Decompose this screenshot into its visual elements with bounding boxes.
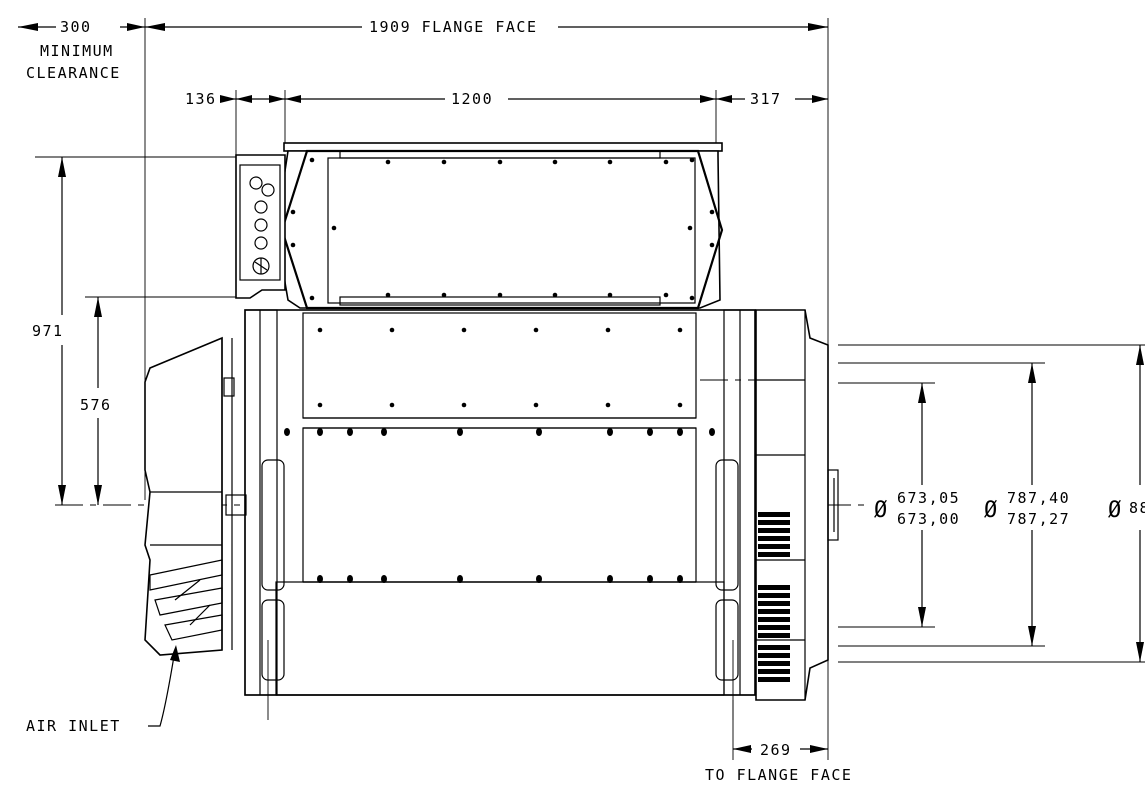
air-inlet-label: AIR INLET	[26, 717, 121, 735]
dia1-upper: 673,05	[897, 489, 960, 507]
dim-bottom-label: TO FLANGE FACE	[705, 766, 852, 784]
dim-clearance-line1: MINIMUM	[40, 42, 114, 60]
stator-body	[244, 309, 757, 720]
dim-left-offset: 136	[185, 90, 217, 108]
terminal-box	[275, 142, 724, 310]
dia2-lower: 787,27	[1007, 510, 1070, 528]
dim-bottom-value: 269	[760, 741, 792, 759]
dim-right-offset: 317	[750, 90, 782, 108]
dim-clearance-line2: CLEARANCE	[26, 64, 121, 82]
dim-left-vertical	[35, 156, 236, 505]
dim-height-center: 576	[80, 396, 112, 414]
dim-flange-face-overall: 1909 FLANGE FACE	[369, 18, 538, 36]
dia1-lower: 673,00	[897, 510, 960, 528]
dia1-symbol: Ø	[874, 498, 889, 523]
dim-second-row	[220, 90, 828, 160]
dia3-symbol: Ø	[1108, 498, 1123, 523]
dim-bottom	[732, 700, 828, 760]
air-inlet-leader	[148, 645, 180, 727]
drive-end-adaptor	[700, 309, 839, 701]
dim-height-total: 971	[32, 322, 64, 340]
dia3-partial: 88	[1129, 499, 1145, 517]
dim-clearance-value: 300	[60, 18, 92, 36]
air-inlet-hood	[144, 336, 247, 656]
gland-plate	[235, 154, 286, 299]
dia2-upper: 787,40	[1007, 489, 1070, 507]
dia2-symbol: Ø	[984, 498, 999, 523]
dim-diameters	[838, 344, 1145, 663]
dim-mid-span: 1200	[451, 90, 493, 108]
